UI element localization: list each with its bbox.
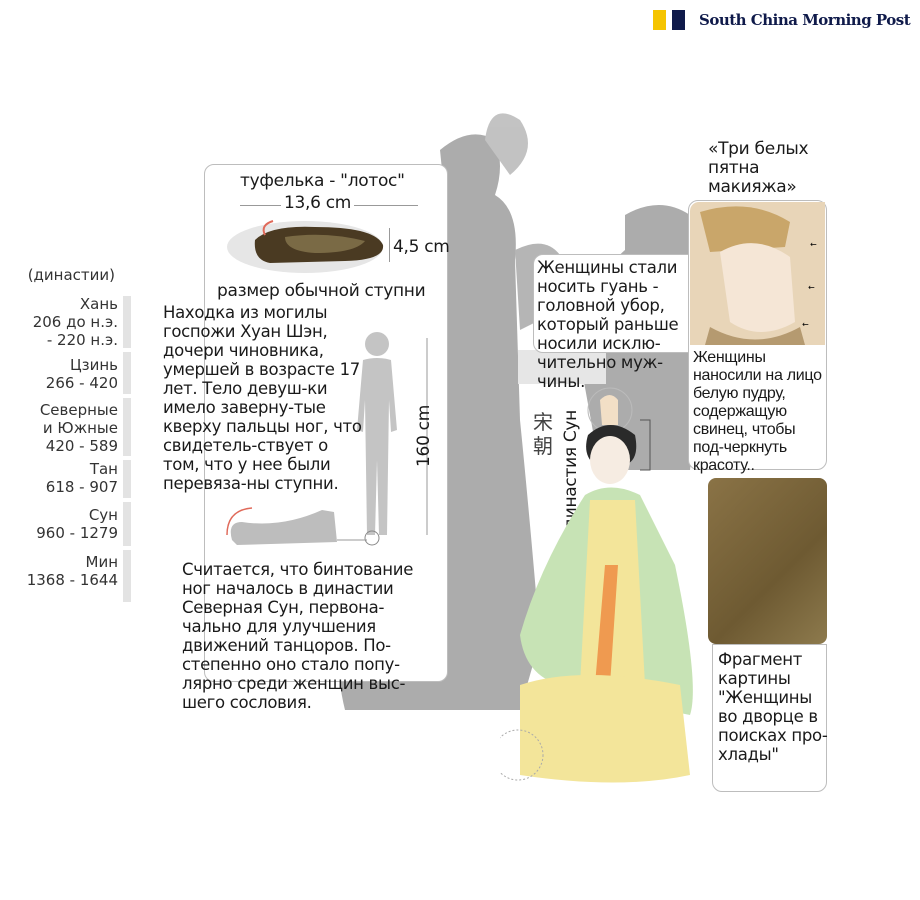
timeline-bar (123, 460, 131, 498)
tomb-find-description: Находка из могилы госпожи Хуан Шэн, доче… (163, 303, 362, 493)
svg-text:←: ← (808, 283, 815, 292)
scmp-logo[interactable]: South China Morning Post (653, 10, 911, 30)
logo-text: South China Morning Post (699, 11, 911, 29)
timeline-bar (123, 398, 131, 456)
painting-caption: Фрагмент картины "Женщины во дворце в по… (718, 650, 828, 764)
bound-foot-image (226, 507, 367, 545)
timeline-header: (династии) (27, 266, 115, 284)
song-woman-illustration (500, 387, 693, 783)
shoe-length: 13,6 cm (281, 194, 355, 213)
palace-painting-image (708, 478, 827, 644)
human-silhouette (357, 332, 428, 546)
logo-yellow-square (653, 10, 666, 30)
normal-foot-label: размер обычной ступни (217, 281, 426, 301)
lotus-shoe-image (227, 220, 384, 273)
timeline-bar (123, 502, 131, 546)
body-height: 160 cm (414, 405, 434, 467)
makeup-text: Женщины наносили на лицо белую пудру, со… (693, 349, 822, 474)
song-dynasty-chinese: 宋朝 (533, 410, 553, 458)
three-white-makeup-title: «Три белых пятна макияжа» (708, 139, 809, 197)
shoe-height: 4,5 cm (393, 237, 450, 257)
timeline-bar (123, 296, 131, 348)
silhouette-hair-plume (485, 113, 528, 175)
makeup-portrait-image: ← ← ← (690, 202, 825, 345)
guan-note-text: Женщины стали носить гуань - головной уб… (537, 258, 679, 391)
guan-note-tail (518, 350, 606, 384)
shoe-title: туфелька - "лотос" (240, 171, 405, 191)
height-dimension-line (389, 228, 390, 262)
svg-text:←: ← (802, 320, 809, 329)
painting-caption-box (712, 644, 827, 792)
logo-navy-square (672, 10, 685, 30)
timeline-bar (123, 550, 131, 602)
svg-text:←: ← (810, 240, 817, 249)
foot-binding-origin-text: Считается, что бинтование ног началось в… (182, 560, 414, 712)
timeline-bar (123, 352, 131, 394)
